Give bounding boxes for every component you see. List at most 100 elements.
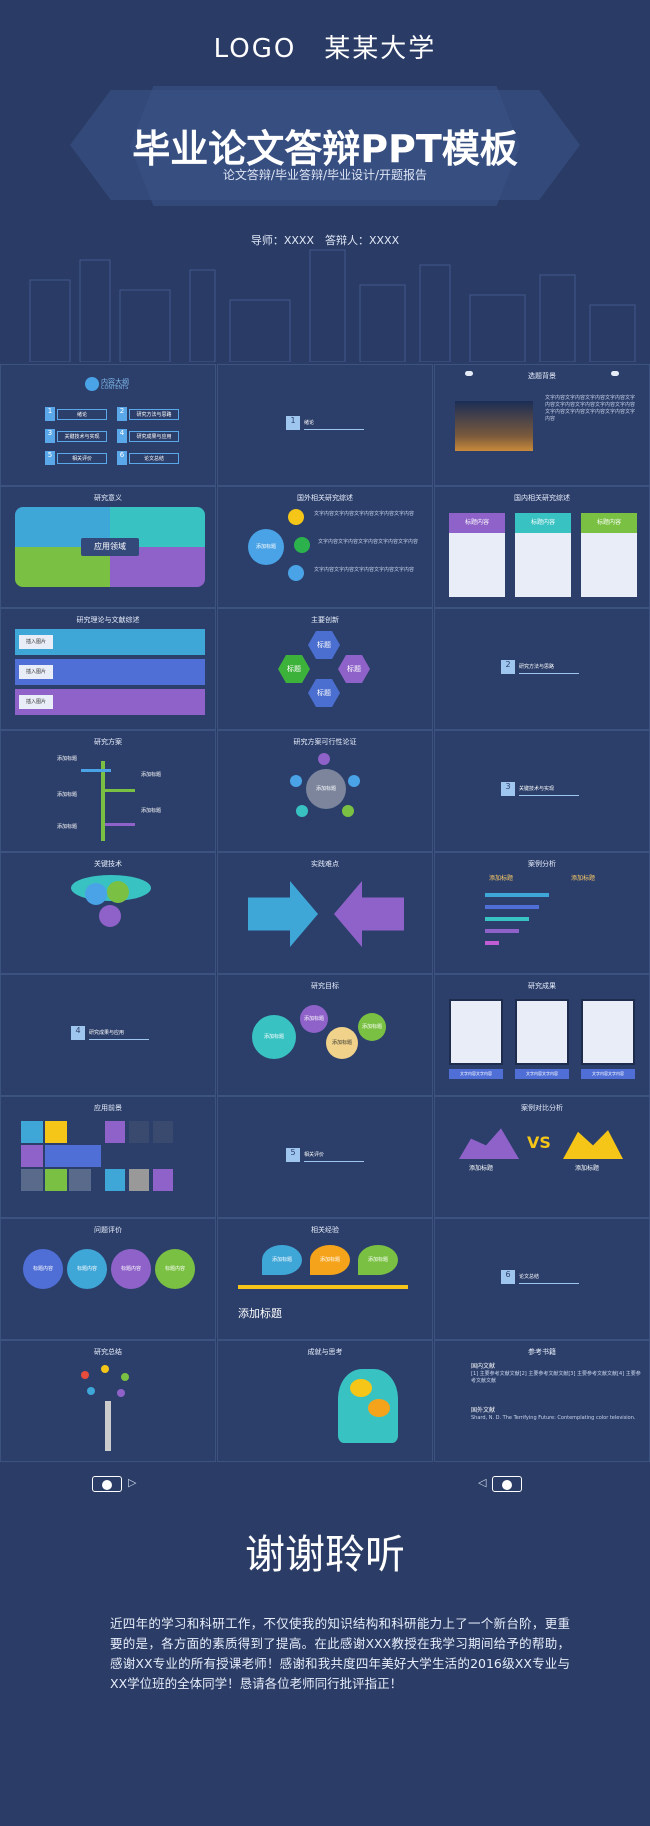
slide-foreign-review[interactable]: 国外相关研究综述 添加标题 文字内容文字内容文字内容文字内容文字内容 文字内容文…: [217, 486, 433, 608]
plan-label: 添加标题: [141, 808, 162, 814]
purple-wave: [459, 1128, 519, 1159]
contents-item[interactable]: 论文总结: [129, 453, 179, 464]
section-number: 2: [501, 660, 515, 674]
insert-image-button[interactable]: 插入图片: [19, 695, 53, 709]
section-title: 研究成果与应用: [89, 1030, 125, 1036]
timeline: [238, 1285, 408, 1289]
slide-domestic-review[interactable]: 国内相关研究综述 标题内容 标题内容 标题内容: [434, 486, 650, 608]
slide-title: 研究目标: [311, 982, 339, 990]
next-button[interactable]: [492, 1476, 522, 1492]
section-underline: [519, 673, 579, 674]
slide-title: 成就与思考: [307, 1348, 343, 1356]
contents-num: 1: [45, 407, 55, 421]
gear: 添加标题: [300, 1005, 328, 1033]
case-heading: 添加标题: [571, 875, 596, 882]
play-left-icon[interactable]: ◁: [478, 1476, 487, 1489]
section-title: 关键技术与实现: [519, 786, 555, 792]
circle-green: [294, 537, 310, 553]
tree-dot: [81, 1371, 89, 1379]
slide-title: 研究总结: [94, 1348, 122, 1356]
circle-icon: [502, 1480, 512, 1490]
plan-branch: [105, 789, 135, 792]
plan-label: 添加标题: [57, 792, 78, 798]
circle-blue: [288, 565, 304, 581]
slide-title: 国内相关研究综述: [514, 494, 570, 502]
slide-goals[interactable]: 研究目标 添加标题 添加标题 添加标题 添加标题: [217, 974, 433, 1096]
thanks-title: 谢谢聆听: [245, 1532, 405, 1578]
contents-item[interactable]: 绪论: [57, 409, 107, 420]
node: [342, 805, 354, 817]
compare-heading: 添加标题: [575, 1165, 600, 1172]
city-photo: [455, 401, 533, 451]
section-underline: [89, 1039, 149, 1040]
eval-circle: 标题内容: [155, 1249, 195, 1289]
play-right-icon[interactable]: ▷: [128, 1476, 137, 1489]
slide-innovation[interactable]: 主要创新 标题 标题 标题 标题: [217, 608, 433, 730]
ref-heading: 国内文献: [471, 1363, 496, 1370]
slide-section-5[interactable]: 5 相关评价: [217, 1096, 433, 1218]
feasibility-hub: 添加标题: [306, 769, 346, 809]
contents-item[interactable]: 关键技术与实现: [57, 431, 107, 442]
slide-theory[interactable]: 研究理论与文献综述 插入图片 插入图片 插入图片: [0, 608, 216, 730]
slide-background[interactable]: 选题背景 文字内容文字内容文字内容文字内容文字内容文字内容文字内容文字内容文字内…: [434, 364, 650, 486]
slide-achievements[interactable]: 成就与思考: [217, 1340, 433, 1462]
prev-button[interactable]: [92, 1476, 122, 1492]
slide-grid: 内容大纲 CONTENTS 1 绪论 2 研究方法与思路 3 关键技术与实现 4…: [0, 364, 650, 1462]
tile: [153, 1169, 173, 1191]
contents-num: 3: [45, 429, 55, 443]
hex-tile: 标题: [278, 655, 310, 683]
main-circle: 添加标题: [248, 529, 284, 565]
vs-label: VS: [527, 1133, 551, 1152]
slide-section-6[interactable]: 6 论文总结: [434, 1218, 650, 1340]
contents-logo-circle: [85, 377, 99, 391]
slide-difficulties[interactable]: 实践难点: [217, 852, 433, 974]
insert-image-button[interactable]: 插入图片: [19, 665, 53, 679]
section-number: 4: [71, 1026, 85, 1040]
slide-summary[interactable]: 研究总结: [0, 1340, 216, 1462]
section-title: 研究方法与思路: [519, 664, 555, 670]
slide-experience[interactable]: 相关经验 添加标题 添加标题 添加标题 添加标题: [217, 1218, 433, 1340]
slide-plan[interactable]: 研究方案 添加标题 添加标题 添加标题 添加标题 添加标题: [0, 730, 216, 852]
contents-num: 6: [117, 451, 127, 465]
case-heading: 添加标题: [489, 875, 514, 882]
slide-section-3[interactable]: 3 关键技术与实现: [434, 730, 650, 852]
result-label: 文字内容文字内容: [581, 1069, 635, 1079]
slide-results[interactable]: 研究成果 文字内容文字内容 文字内容文字内容 文字内容文字内容: [434, 974, 650, 1096]
contents-item[interactable]: 研究成果与应用: [129, 431, 179, 442]
contents-item[interactable]: 研究方法与思路: [129, 409, 179, 420]
result-label: 文字内容文字内容: [449, 1069, 503, 1079]
slide-key-tech[interactable]: 关键技术: [0, 852, 216, 974]
thanks-paragraph: 近四年的学习和科研工作，不仅使我的知识结构和科研能力上了一个新台阶，更重要的是，…: [110, 1616, 570, 1691]
node: [348, 775, 360, 787]
hero-title: 毕业论文答辩PPT模板: [132, 127, 518, 171]
bubble: 添加标题: [358, 1245, 398, 1275]
insert-image-button[interactable]: 插入图片: [19, 635, 53, 649]
column-card: 标题内容: [449, 513, 505, 597]
tile: [153, 1121, 173, 1143]
slide-contents[interactable]: 内容大纲 CONTENTS 1 绪论 2 研究方法与思路 3 关键技术与实现 4…: [0, 364, 216, 486]
case-bar: [485, 941, 499, 945]
slide-references[interactable]: 参考书籍 国内文献 [1] 主要参考文献文献[2] 主要参考文献文献[3] 主要…: [434, 1340, 650, 1462]
slide-comparison[interactable]: 案例对比分析 VS 添加标题 添加标题: [434, 1096, 650, 1218]
node: [290, 775, 302, 787]
slide-section-1[interactable]: 1 绪论: [217, 364, 433, 486]
contents-item[interactable]: 相关评价: [57, 453, 107, 464]
center-label: 应用领域: [81, 538, 139, 556]
hero-subtitle: 论文答辩/毕业答辩/毕业设计/开题报告: [222, 168, 428, 182]
slide-title: 实践难点: [311, 860, 339, 868]
tile: [45, 1169, 67, 1191]
node: [296, 805, 308, 817]
column-card: 标题内容: [515, 513, 571, 597]
eval-circle: 标题内容: [111, 1249, 151, 1289]
slide-significance[interactable]: 研究意义 应用领域: [0, 486, 216, 608]
slide-prospects[interactable]: 应用前景: [0, 1096, 216, 1218]
slide-case[interactable]: 案例分析 添加标题 添加标题: [434, 852, 650, 974]
plan-label: 添加标题: [57, 756, 78, 762]
slide-title: 关键技术: [94, 860, 122, 868]
slide-feasibility[interactable]: 研究方案可行性论证 添加标题: [217, 730, 433, 852]
hero-advisor: 导师：XXXX 答辩人：XXXX: [250, 234, 400, 247]
contents-num: 4: [117, 429, 127, 443]
slide-section-4[interactable]: 4 研究成果与应用: [0, 974, 216, 1096]
slide-evaluation[interactable]: 问题评价 标题内容 标题内容 标题内容 标题内容: [0, 1218, 216, 1340]
slide-section-2[interactable]: 2 研究方法与思路: [434, 608, 650, 730]
